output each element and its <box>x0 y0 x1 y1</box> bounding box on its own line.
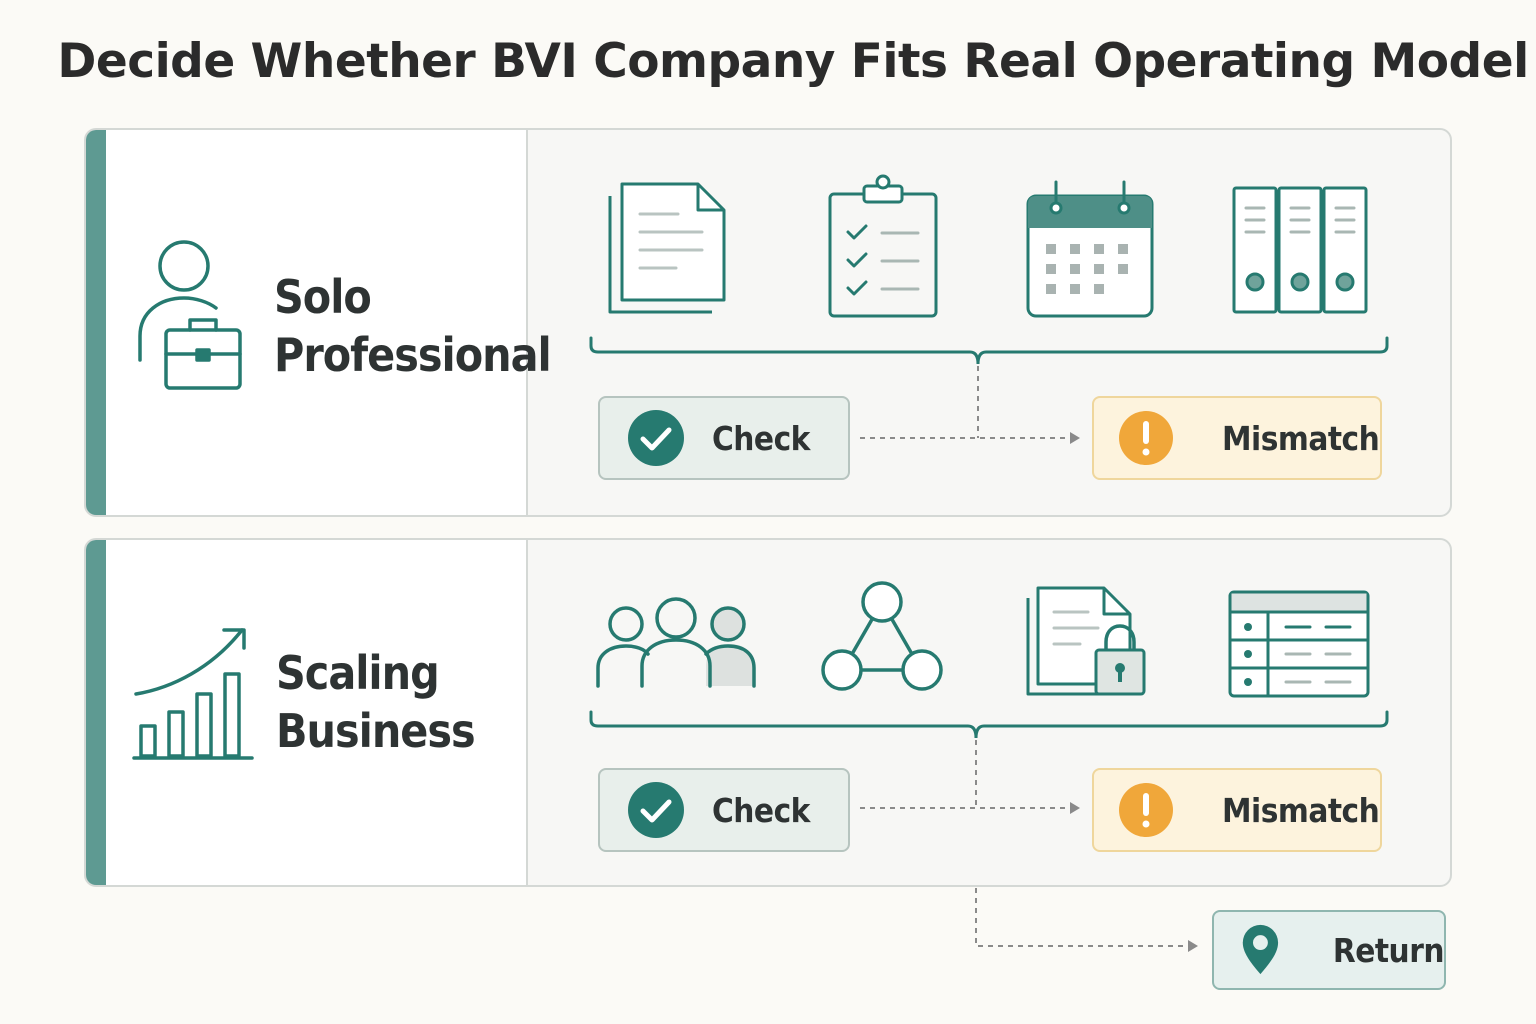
check-label: Check <box>712 418 810 458</box>
check-circle-icon <box>628 410 684 466</box>
return-label: Return <box>1332 930 1445 970</box>
location-pin-icon <box>1242 924 1279 975</box>
return-status: Return <box>1212 910 1446 990</box>
warning-circle-icon <box>1119 411 1173 465</box>
dashed-connector-return <box>975 888 1188 947</box>
team-icon <box>596 597 756 688</box>
growth-chart-icon <box>132 628 254 760</box>
arrow-head-return <box>1188 940 1198 952</box>
panel-label: Scaling Business <box>276 644 476 760</box>
panel-scaling-business: Scaling Business <box>84 538 1452 887</box>
panel-label-cell: Scaling Business <box>106 540 528 885</box>
mismatch-status: Mismatch <box>1092 396 1382 480</box>
checklist-clipboard-icon <box>828 174 938 318</box>
check-circle-icon <box>628 782 684 838</box>
panel-label-line-1: Solo <box>274 270 372 324</box>
mismatch-label: Mismatch <box>1222 790 1380 830</box>
mismatch-label: Mismatch <box>1222 418 1380 458</box>
check-status: Check <box>598 768 850 852</box>
person-briefcase-icon <box>138 240 242 390</box>
table-icon <box>1228 590 1370 698</box>
panel-solo-professional: Solo Professional <box>84 128 1452 517</box>
panel-label-cell: Solo Professional <box>106 130 552 515</box>
panel-accent-bar <box>86 130 106 515</box>
documents-icon <box>608 182 726 314</box>
panel-label-line-1: Scaling <box>276 646 440 700</box>
mismatch-status: Mismatch <box>1092 768 1382 852</box>
panel-label-line-2: Business <box>276 704 476 758</box>
check-label: Check <box>712 790 810 830</box>
locked-document-icon <box>1026 586 1146 696</box>
binders-icon <box>1232 186 1368 314</box>
panel-accent-bar <box>86 540 106 885</box>
warning-circle-icon <box>1119 783 1173 837</box>
panel-label-line-2: Professional <box>274 328 552 382</box>
panel-label: Solo Professional <box>274 268 552 384</box>
calendar-icon <box>1026 180 1154 318</box>
page-title: Decide Whether BVI Company Fits Real Ope… <box>57 34 1529 89</box>
check-status: Check <box>598 396 850 480</box>
network-icon <box>821 581 943 691</box>
